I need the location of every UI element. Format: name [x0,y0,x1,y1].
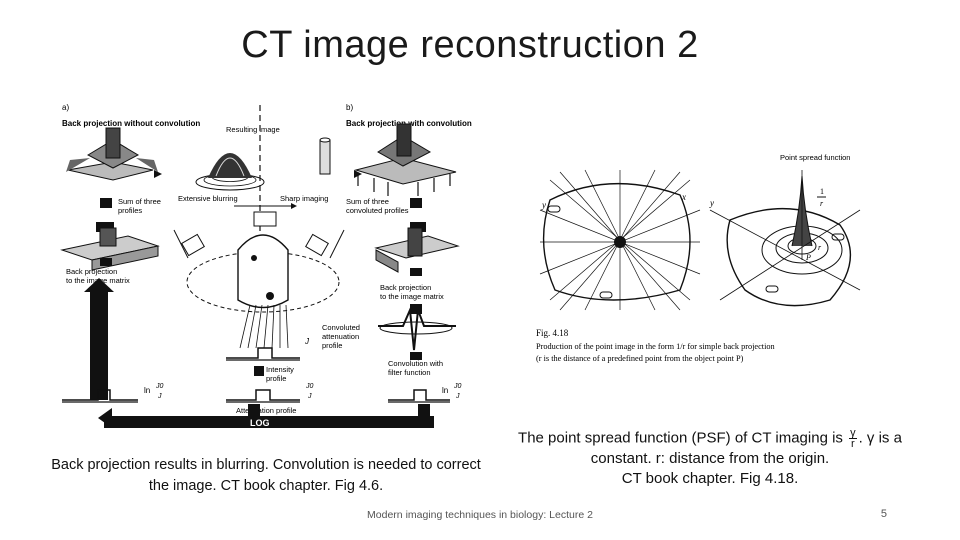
arrow-up-b1 [410,198,422,208]
j-label-1: J [304,337,310,346]
intensity-profile-shape [226,347,300,361]
attenuation-profile-shape [62,389,450,403]
resulting-image-label: Resulting image [226,125,280,134]
frac-numerator: γ [849,427,857,439]
figure-point-spread: y x Point spread function 1 r y P r Fig.… [536,153,861,363]
intensity-line1: Intensity [266,365,294,374]
sharp-cylinder [319,137,331,175]
caption-right-line2: CT book chapter. Fig 4.18. [621,470,799,487]
fig-caption-line1: Production of the point image in the for… [536,342,776,351]
box-b1 [410,222,426,232]
arrow-right-a [154,170,162,178]
ct-gantry [173,203,345,349]
conv-filter-line2: filter function [388,368,431,377]
fig-label: Fig. 4.18 [536,328,569,338]
figure-back-projection: a) b) Back projection without convolutio… [60,103,472,428]
panel-a-letter: a) [62,103,69,112]
back-proj-b-line2: to the image matrix [380,292,444,301]
back-proj-b-line1: Back projection [380,283,431,292]
frac-denominator: r [851,438,855,450]
radial-back-projection [539,169,701,311]
box-a1 [96,222,114,232]
profile-block-b [374,227,460,273]
y-label-2: y [709,198,714,208]
caption-right: The point spread function (PSF) of CT im… [510,428,910,489]
sum-three-line1: Sum of three [118,197,161,206]
intensity-line2: profile [266,374,286,383]
convoluted-profile-shape [378,306,456,351]
psf-cone [709,170,861,307]
extensive-blurring-label: Extensive blurring [178,194,238,203]
p-label: P [805,253,811,262]
arrow-up-b4 [410,352,422,360]
r-label: r [818,243,822,252]
psf-frac-num: 1 [820,187,824,196]
caption-right-before: The point spread function (PSF) of CT im… [518,429,843,447]
heading-a: Back projection without convolution [62,119,200,128]
convoluted-line1: Convoluted [322,323,360,332]
arrow-down-mid [254,366,264,376]
fig-caption-line2: (r is the distance of a predefined point… [536,354,744,363]
arrow-up-b3 [410,304,422,314]
conv-filter-line1: Convolution with [388,359,443,368]
frac-num-mid: J0 [305,383,314,390]
ln-label-a: ln [144,386,150,395]
y-label-1: y [541,200,546,210]
slide-footer: Modern imaging techniques in biology: Le… [367,509,593,521]
slide-title: CT image reconstruction 2 [241,24,699,66]
arrow-up-a1 [100,198,112,208]
frac-den-mid: J [307,393,312,400]
log-bar [98,404,434,428]
sum-three-line2: profiles [118,206,142,215]
sharp-imaging-label: Sharp imaging [280,194,328,203]
convoluted-line3: profile [322,341,342,350]
frac-num-b: J0 [453,383,462,390]
panel-b-letter: b) [346,103,353,112]
back-proj-a-line1: Back projection [66,267,117,276]
frac-den-b: J [455,393,460,400]
log-label: LOG [250,418,270,428]
caption-right-after: . γ is a constant. r: distance from the … [590,429,902,467]
psf-label: Point spread function [780,153,850,162]
arrow-up-b2 [410,268,422,276]
sum-conv-line1: Sum of three [346,197,389,206]
arrow-left-b [354,170,362,178]
arrow-up-a2 [100,258,112,266]
frac-den-a: J [157,393,162,400]
ln-label-b: ln [442,386,448,395]
sum-conv-line2: convoluted profiles [346,206,409,215]
blurred-cone [195,153,265,191]
psf-frac-den: r [820,199,824,208]
star-profile-a [66,127,158,181]
frac-num-a: J0 [155,383,164,390]
x-label-1: x [681,192,686,202]
star-profile-b [354,123,457,196]
pillar-a [90,290,108,400]
gamma-over-r-fraction: γ r [849,427,857,450]
attenuation-profile-label: Attenuation profile [236,406,296,415]
convoluted-line2: attenuation [322,332,359,341]
page-number: 5 [880,508,887,520]
pillar-a-head [84,278,114,292]
caption-left: Back projection results in blurring. Con… [51,457,481,494]
